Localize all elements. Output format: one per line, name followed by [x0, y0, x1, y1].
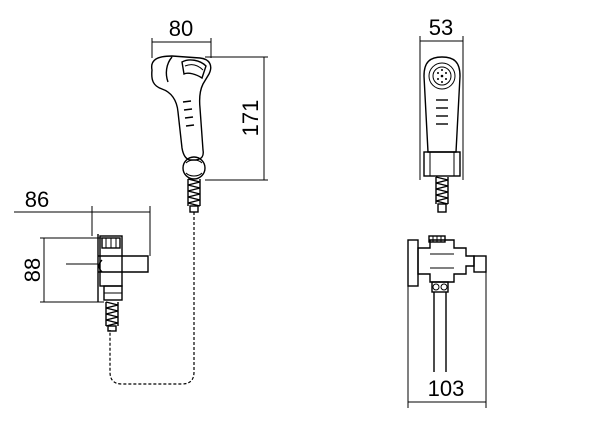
dimension-label-171: 171: [238, 100, 263, 137]
dimension-height-88: 88: [20, 237, 104, 303]
wall-valve-front-view: [407, 235, 487, 372]
dimension-width-103: 103: [407, 272, 487, 408]
sprayer-head-side-view: [150, 55, 212, 213]
dimension-label-88: 88: [20, 258, 45, 282]
dimension-label-86: 86: [25, 187, 49, 212]
dimension-label-80: 80: [169, 16, 193, 41]
wall-valve-side-view: [97, 234, 149, 332]
dimension-label-103: 103: [428, 376, 465, 401]
dimension-width-53: 53: [419, 15, 464, 180]
dimension-label-53: 53: [429, 15, 453, 40]
sprayer-head-front-view: [423, 56, 461, 213]
dimension-width-80: 80: [151, 16, 212, 58]
dimension-height-171: 171: [205, 56, 268, 181]
dimension-width-86: 86: [14, 187, 151, 256]
